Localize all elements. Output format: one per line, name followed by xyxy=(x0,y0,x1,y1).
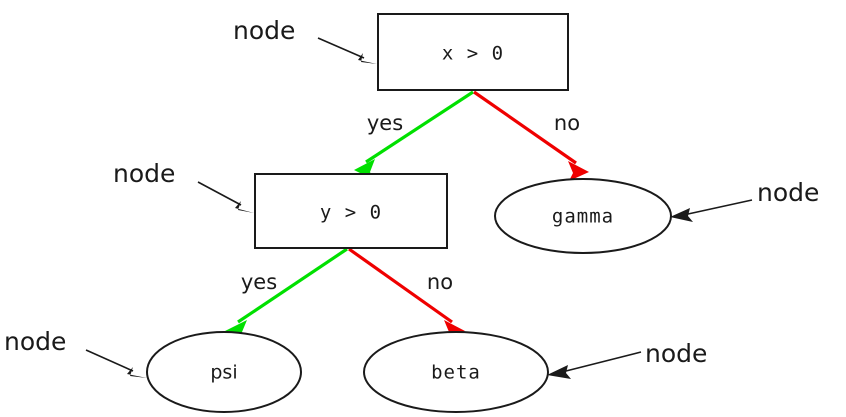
annotation-second: node xyxy=(113,159,254,213)
edge-second-yes-line xyxy=(237,247,348,324)
annotation-psi-line xyxy=(85,349,134,372)
edge-second-no-line xyxy=(348,247,453,324)
annotation-gamma: node xyxy=(670,178,819,222)
annotation-second-label: node xyxy=(113,159,175,188)
node-beta-ellipse xyxy=(363,331,549,413)
edge-root-yes-label: yes xyxy=(367,111,403,135)
annotation-beta-line xyxy=(565,351,642,372)
node-second-label: y > 0 xyxy=(320,202,382,224)
annotation-gamma-arrowhead xyxy=(670,208,693,222)
node-root[interactable]: x > 0 xyxy=(377,13,569,91)
annotation-second-arrowhead xyxy=(235,201,254,213)
node-gamma-label: gamma xyxy=(552,206,614,228)
node-gamma[interactable]: gamma xyxy=(494,178,672,254)
annotation-psi: node xyxy=(4,327,147,378)
edge-root-no[interactable]: no xyxy=(473,90,589,181)
annotation-gamma-line xyxy=(687,199,753,215)
node-psi-label: psi xyxy=(210,362,237,384)
annotation-root-label: node xyxy=(233,16,295,45)
edge-second-yes[interactable]: yes xyxy=(225,247,348,341)
node-beta-label: beta xyxy=(431,362,481,384)
node-root-box xyxy=(377,13,569,91)
edge-root-no-label: no xyxy=(554,111,580,135)
edge-root-no-line xyxy=(473,90,577,165)
edge-second-no[interactable]: no xyxy=(348,247,465,341)
edge-root-yes[interactable]: yes xyxy=(354,90,474,180)
node-second-box xyxy=(254,173,448,249)
annotation-beta: node xyxy=(547,339,707,379)
annotation-root-arrowhead xyxy=(358,53,377,64)
annotation-root: node xyxy=(233,16,377,64)
annotation-beta-arrowhead xyxy=(547,365,571,379)
node-root-label: x > 0 xyxy=(442,43,504,65)
edge-root-no-arrowhead xyxy=(568,161,589,181)
edge-root-yes-line xyxy=(365,90,474,164)
annotation-gamma-label: node xyxy=(757,178,819,207)
annotation-root-line xyxy=(317,37,365,59)
node-psi-ellipse xyxy=(146,331,302,413)
node-gamma-ellipse xyxy=(494,178,672,254)
annotation-second-line xyxy=(197,181,242,206)
node-second[interactable]: y > 0 xyxy=(254,173,448,249)
annotation-psi-arrowhead xyxy=(127,367,147,378)
edge-second-no-label: no xyxy=(427,270,453,294)
node-psi[interactable]: psi xyxy=(146,331,302,413)
annotation-beta-label: node xyxy=(645,339,707,368)
node-beta[interactable]: beta xyxy=(363,331,549,413)
annotation-psi-label: node xyxy=(4,327,66,356)
edge-second-yes-label: yes xyxy=(241,270,277,294)
